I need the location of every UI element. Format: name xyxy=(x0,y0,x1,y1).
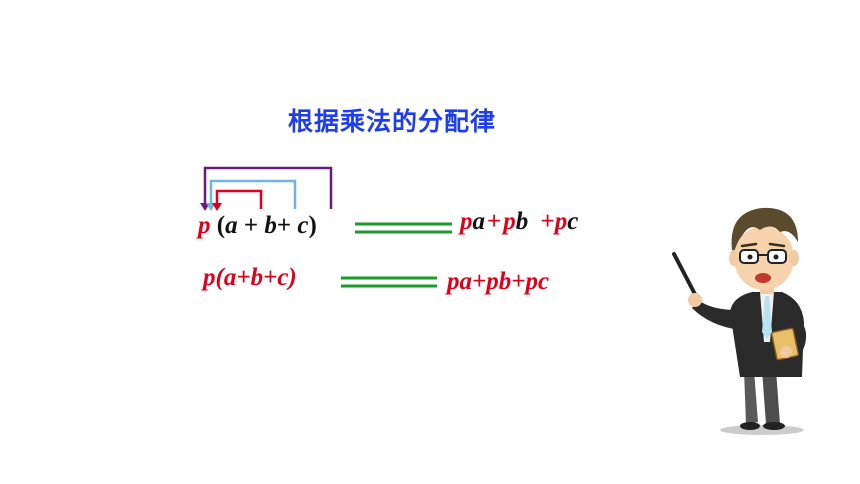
plus-sign: + xyxy=(243,212,259,239)
plus-sign: + xyxy=(276,212,292,239)
term-a: a xyxy=(225,212,238,239)
row2-rhs: pa+pb+pc xyxy=(447,268,550,295)
arrow-to-b xyxy=(209,179,297,209)
term-b: b xyxy=(264,212,277,239)
arrow-to-c xyxy=(203,166,333,209)
teacher-illustration xyxy=(672,207,807,435)
page-title: 根据乘法的分配律 xyxy=(288,107,497,136)
term-c: c xyxy=(297,212,309,239)
close-paren: ) xyxy=(308,212,317,239)
equals-sign-2 xyxy=(341,276,437,288)
row1-lhs: p (a + b+ c) xyxy=(198,212,317,240)
open-paren: ( xyxy=(216,212,226,239)
equals-sign-1 xyxy=(355,222,452,234)
factor-p: p xyxy=(198,212,211,239)
arrow-to-a xyxy=(215,189,263,209)
row1-rhs: pa+pb +pc xyxy=(460,208,579,235)
row2-lhs: p(a+b+c) xyxy=(203,264,297,291)
